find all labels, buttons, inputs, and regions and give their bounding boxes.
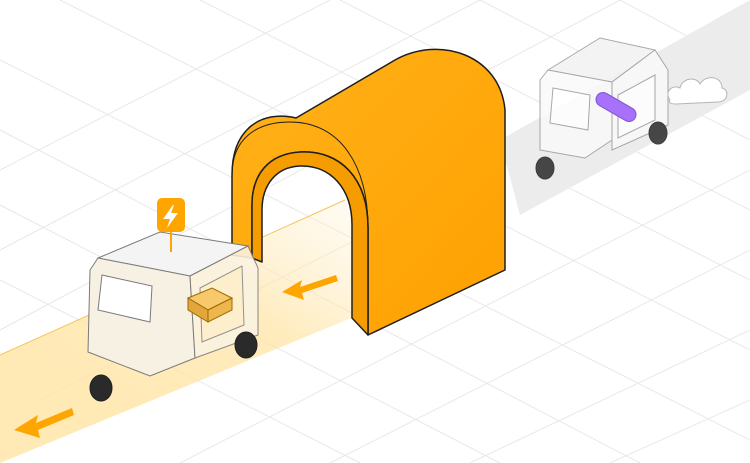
- gas-tank: [595, 92, 637, 122]
- gas-rickshaw-rear-wheel: [648, 121, 668, 145]
- smoke-cloud-icon: [667, 77, 728, 105]
- arrow-left-down-icon: [14, 408, 74, 438]
- tunnel-inner-wall: [251, 151, 369, 336]
- arrow-left-down-icon: [282, 275, 338, 300]
- ev-rickshaw-rear-wheel: [234, 331, 258, 359]
- ev-rickshaw-front-wheel: [89, 374, 113, 402]
- ev-rickshaw-windshield: [97, 274, 153, 323]
- lightning-icon: [163, 205, 178, 228]
- ev-rickshaw: [87, 231, 259, 402]
- gas-rickshaw-front-wheel: [535, 156, 555, 180]
- tunnel-front-rim: [231, 121, 369, 229]
- tunnel-arch: [231, 48, 506, 336]
- battery-pack: [186, 287, 234, 323]
- ev-badge: [157, 198, 185, 252]
- gas-rickshaw: [535, 37, 669, 180]
